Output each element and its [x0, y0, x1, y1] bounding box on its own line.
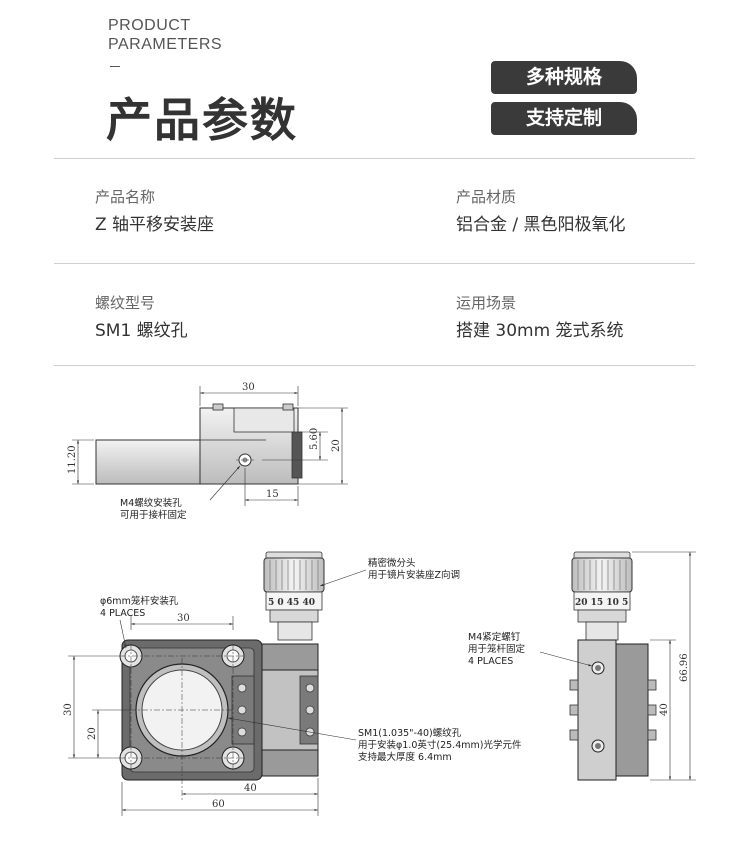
title-english-line2: PARAMETERS — [108, 36, 223, 53]
badge-multiple-specs: 多种规格 — [491, 61, 637, 94]
front-note-micrometer-line1: 精密微分头 — [368, 557, 416, 569]
front-note-rod-line1: φ6mm笼杆安装孔 — [100, 595, 179, 607]
top-dim-width: 30 — [242, 382, 255, 393]
param-label-material: 产品材质 — [456, 188, 517, 206]
side-note-line3: 4 PLACES — [468, 656, 513, 667]
top-note-line2: 可用于接杆固定 — [120, 509, 187, 521]
front-note-rod-line2: 4 PLACES — [100, 608, 145, 619]
top-note-line1: M4螺纹安装孔 — [120, 497, 182, 509]
top-view: 30 5.60 20 11.20 15 M4螺纹安装孔 可用于接杆固定 — [67, 382, 348, 521]
divider — [54, 158, 695, 159]
front-note-sm1-line3: 支持最大厚度 6.4mm — [358, 751, 452, 763]
top-dim-hole: 15 — [266, 489, 279, 500]
front-dim-rod-spacing-v: 30 — [63, 703, 74, 716]
divider — [54, 365, 695, 366]
badge-customizable: 支持定制 — [491, 102, 637, 135]
param-value-material: 铝合金 / 黑色阳极氧化 — [456, 215, 626, 235]
front-note-micrometer-line2: 用于镜片安装座Z向调 — [368, 569, 460, 581]
front-dim-rod-spacing-h: 30 — [177, 613, 190, 624]
param-value-name: Z 轴平移安装座 — [95, 215, 215, 235]
top-dim-thickness: 11.20 — [67, 445, 78, 474]
side-note-line2: 用于笼杆固定 — [468, 643, 526, 655]
front-note-sm1-line1: SM1(1.035"-40)螺纹孔 — [358, 727, 462, 739]
title-english-line1: PRODUCT — [108, 17, 191, 34]
divider — [54, 263, 695, 264]
param-label-thread: 螺纹型号 — [95, 294, 156, 312]
front-dim-center-to-side: 40 — [244, 783, 257, 794]
param-value-thread: SM1 螺纹孔 — [95, 321, 188, 341]
title-dash — [110, 66, 120, 67]
top-dim-offset: 5.60 — [309, 428, 320, 450]
side-micrometer-scale: 20 15 10 5 — [575, 598, 628, 608]
top-dim-height: 20 — [331, 439, 342, 452]
front-micrometer-scale: 5 0 45 40 — [268, 598, 315, 608]
side-view: 20 15 10 5 66.96 40 M4紧定螺钉 用于笼杆固定 4 PLAC… — [468, 551, 696, 781]
param-value-application: 搭建 30mm 笼式系统 — [456, 321, 624, 341]
side-dim-body-height: 40 — [659, 703, 670, 716]
title-english: PRODUCT PARAMETERS — [108, 16, 222, 54]
front-dim-total-width: 60 — [212, 799, 225, 810]
page-title: 产品参数 — [106, 93, 298, 147]
front-view: 5 0 45 40 30 — [63, 551, 522, 816]
front-dim-center-height: 20 — [87, 727, 98, 740]
side-note-line1: M4紧定螺钉 — [468, 631, 521, 643]
side-dim-total-height: 66.96 — [679, 653, 690, 682]
param-label-name: 产品名称 — [95, 188, 156, 206]
param-label-application: 运用场景 — [456, 294, 517, 312]
front-note-sm1-line2: 用于安装φ1.0英寸(25.4mm)光学元件 — [358, 739, 522, 751]
